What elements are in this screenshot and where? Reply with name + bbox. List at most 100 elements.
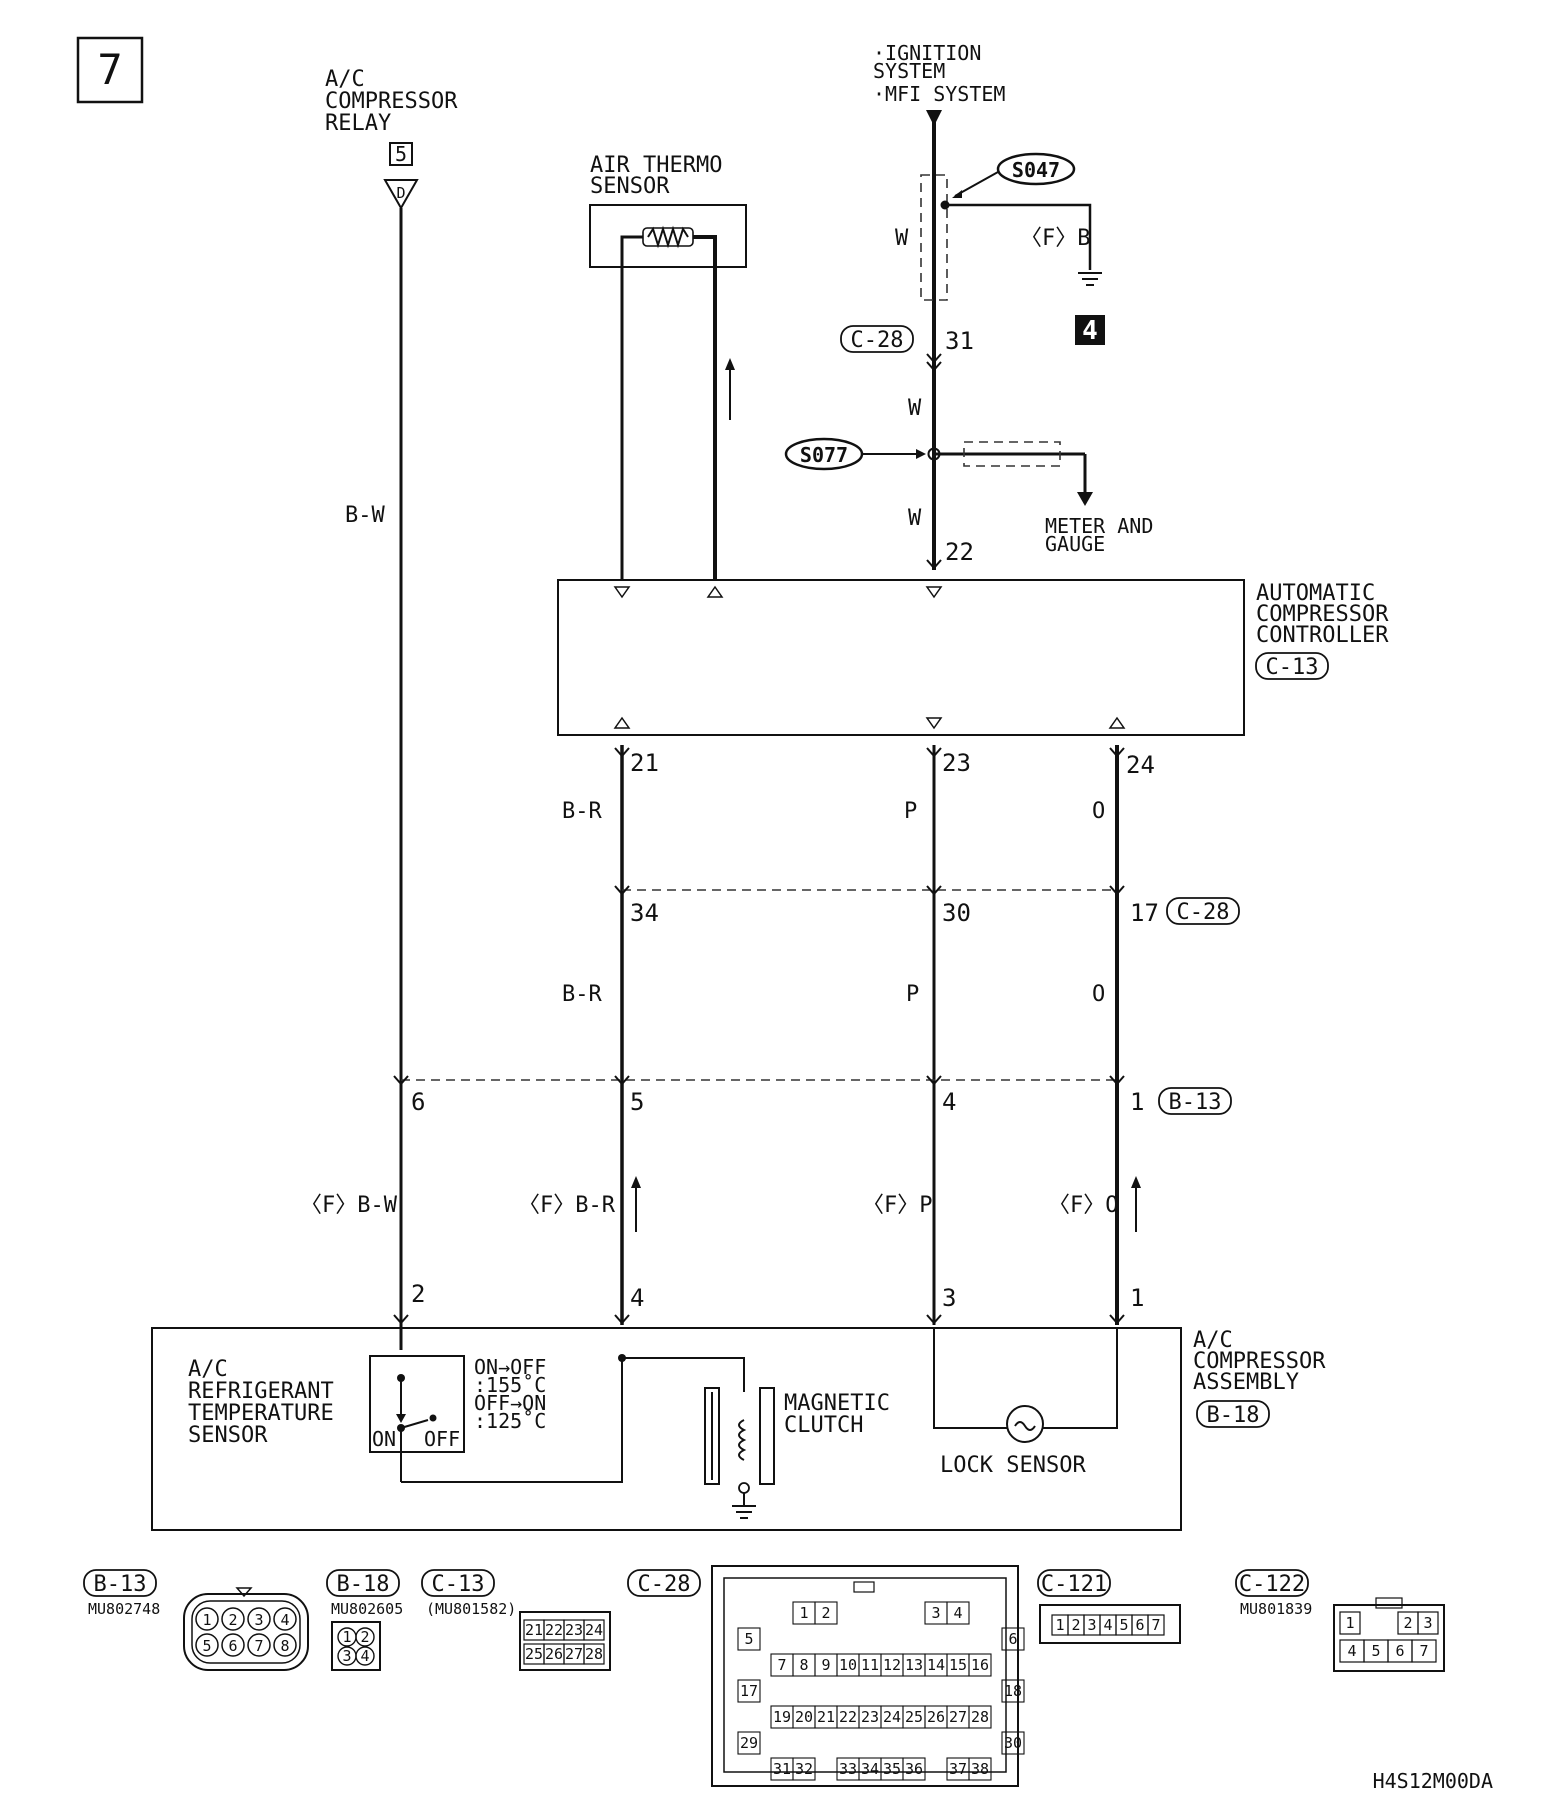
switch-lever-icon — [400, 1419, 429, 1429]
view-c122-pins: 1 2 3 4 5 6 7 8 — [1339, 1611, 1439, 1663]
view-c122-key — [1375, 1597, 1403, 1609]
ctrl-port-in-3 — [925, 717, 943, 730]
wire-thermo-right — [693, 235, 717, 580]
clutch-feed-wire — [622, 1357, 745, 1392]
c28-pin-label: 23 — [861, 1708, 879, 1726]
pin-c28-30: 30 — [942, 899, 971, 927]
pin-c13-23: 23 — [942, 749, 971, 777]
svg-text:7: 7 — [1419, 1642, 1428, 1660]
c28-pin-label: 1 — [799, 1604, 808, 1622]
svg-text:1: 1 — [1055, 1616, 1064, 1634]
view-b13-key — [235, 1587, 253, 1598]
ac-compressor-assembly-box — [151, 1327, 1182, 1531]
ground-wire-label: 〈F〉B — [1020, 226, 1091, 251]
view-c121-oval — [1037, 1569, 1111, 1597]
wire-label-b-r-1: B-R — [562, 799, 602, 824]
sensor-line-3: TEMPERATURE — [188, 1401, 334, 1426]
pin-b13-5: 5 — [630, 1088, 644, 1116]
svg-text:1: 1 — [1345, 1614, 1354, 1632]
svg-text:2: 2 — [360, 1628, 369, 1646]
pin-22: 22 — [945, 538, 974, 566]
svg-text:5: 5 — [202, 1637, 211, 1655]
pin-b18-2: 2 — [411, 1280, 425, 1308]
c28-pin-cell — [737, 1627, 761, 1651]
svg-text:22: 22 — [545, 1621, 563, 1639]
ctrl-port-out-3 — [1108, 716, 1126, 729]
pin-c13-24: 24 — [1126, 751, 1155, 779]
c28-pin-label: 18 — [1004, 1682, 1022, 1700]
c28-pin-cell — [814, 1601, 838, 1625]
c28-pin-label: 4 — [953, 1604, 962, 1622]
view-c13-part: (MU801582) — [426, 1600, 516, 1618]
view-b13-housing — [183, 1593, 309, 1671]
c28-pin-label: 15 — [949, 1656, 967, 1674]
air-thermo-title-1: AIR THERMO — [590, 153, 722, 178]
splice-s047-label-oval — [996, 152, 1076, 186]
svg-text:7: 7 — [254, 1637, 263, 1655]
pin-2-chevron — [393, 1314, 409, 1325]
c28-pin-label: 35 — [883, 1760, 901, 1778]
connector-c28-label-top: C-28 — [851, 328, 904, 353]
c28-pin-cell — [1001, 1679, 1025, 1703]
switch-contact-off — [429, 1414, 437, 1422]
c28-pin-label: 14 — [927, 1656, 945, 1674]
view-c121-pins: 1 2 3 4 5 6 7 — [1051, 1614, 1165, 1636]
assembly-title-2: COMPRESSOR — [1193, 1349, 1326, 1374]
splice-s047-label: S047 — [1012, 158, 1060, 182]
c28-pin-label: 12 — [883, 1656, 901, 1674]
c28-pin-label: 30 — [1004, 1734, 1022, 1752]
signal-arrowhead-icon — [725, 358, 735, 370]
svg-text:24: 24 — [585, 1621, 603, 1639]
pin-3-chevron — [926, 1314, 942, 1325]
ctrl-port-out-2 — [613, 716, 631, 729]
c28-pin-label: 7 — [777, 1656, 786, 1674]
view-b13-pins: 1 2 3 4 5 6 7 8 — [195, 1607, 297, 1657]
c28-pin-label: 3 — [931, 1604, 940, 1622]
shield-s077-dashed — [963, 441, 1061, 467]
view-c28-key — [853, 1581, 875, 1593]
relay-ref-box — [389, 142, 413, 166]
c28-pin-label: 6 — [1008, 1630, 1017, 1648]
pin-31-chevron-2 — [926, 361, 942, 372]
lock-sensor-wire-left — [933, 1328, 1007, 1429]
svg-text:7: 7 — [1151, 1616, 1160, 1634]
splice-s077-label: S077 — [800, 443, 848, 467]
controller-title-1: AUTOMATIC — [1256, 581, 1375, 606]
assembly-title-3: ASSEMBLY — [1193, 1370, 1299, 1395]
temp-line-1: ON→OFF — [474, 1355, 546, 1379]
view-c122-label: C-122 — [1239, 1572, 1305, 1597]
view-c13-housing — [519, 1611, 611, 1671]
svg-text:23: 23 — [565, 1621, 583, 1639]
svg-text:1: 1 — [202, 1611, 211, 1629]
meter-line-2: GAUGE — [1045, 532, 1105, 556]
pin-31-chevron — [926, 353, 942, 364]
wire-label-w-2: W — [908, 396, 922, 421]
clutch-coil-icon — [738, 1419, 747, 1461]
clutch-line-2: CLUTCH — [784, 1413, 863, 1438]
c28-pin-cell — [737, 1731, 761, 1755]
relay-title-1: A/C — [325, 67, 365, 92]
connector-b13-oval — [1158, 1087, 1232, 1115]
svg-text:6: 6 — [228, 1637, 237, 1655]
ctrl-port-out-1 — [706, 585, 724, 598]
page-number-box — [76, 36, 144, 104]
pin-b18-3: 3 — [942, 1284, 956, 1312]
c28-pin-label: 32 — [795, 1760, 813, 1778]
pin-31: 31 — [945, 327, 974, 355]
wire-label-p-1: P — [904, 799, 917, 824]
svg-text:4: 4 — [280, 1611, 289, 1629]
wire-label-b-r-2: B-R — [562, 982, 602, 1007]
controller-title-2: COMPRESSOR — [1256, 602, 1389, 627]
c28-pin-label: 5 — [744, 1630, 753, 1648]
switch-arrow-icon — [396, 1414, 406, 1423]
svg-text:5: 5 — [1371, 1642, 1380, 1660]
connector-c28-oval-top — [840, 325, 914, 353]
clutch-ground-terminal — [738, 1482, 750, 1494]
sensor-line-4: SENSOR — [188, 1423, 268, 1448]
view-c121-label: C-121 — [1041, 1572, 1107, 1597]
figure-code: H4S12M00DA — [1373, 1769, 1493, 1793]
meter-line-1: METER AND — [1045, 514, 1153, 538]
relay-connector-triangle — [383, 179, 419, 211]
wire-label-o-2: O — [1092, 982, 1105, 1007]
wire-label-f-b-r: 〈F〉B-R — [518, 1193, 616, 1218]
